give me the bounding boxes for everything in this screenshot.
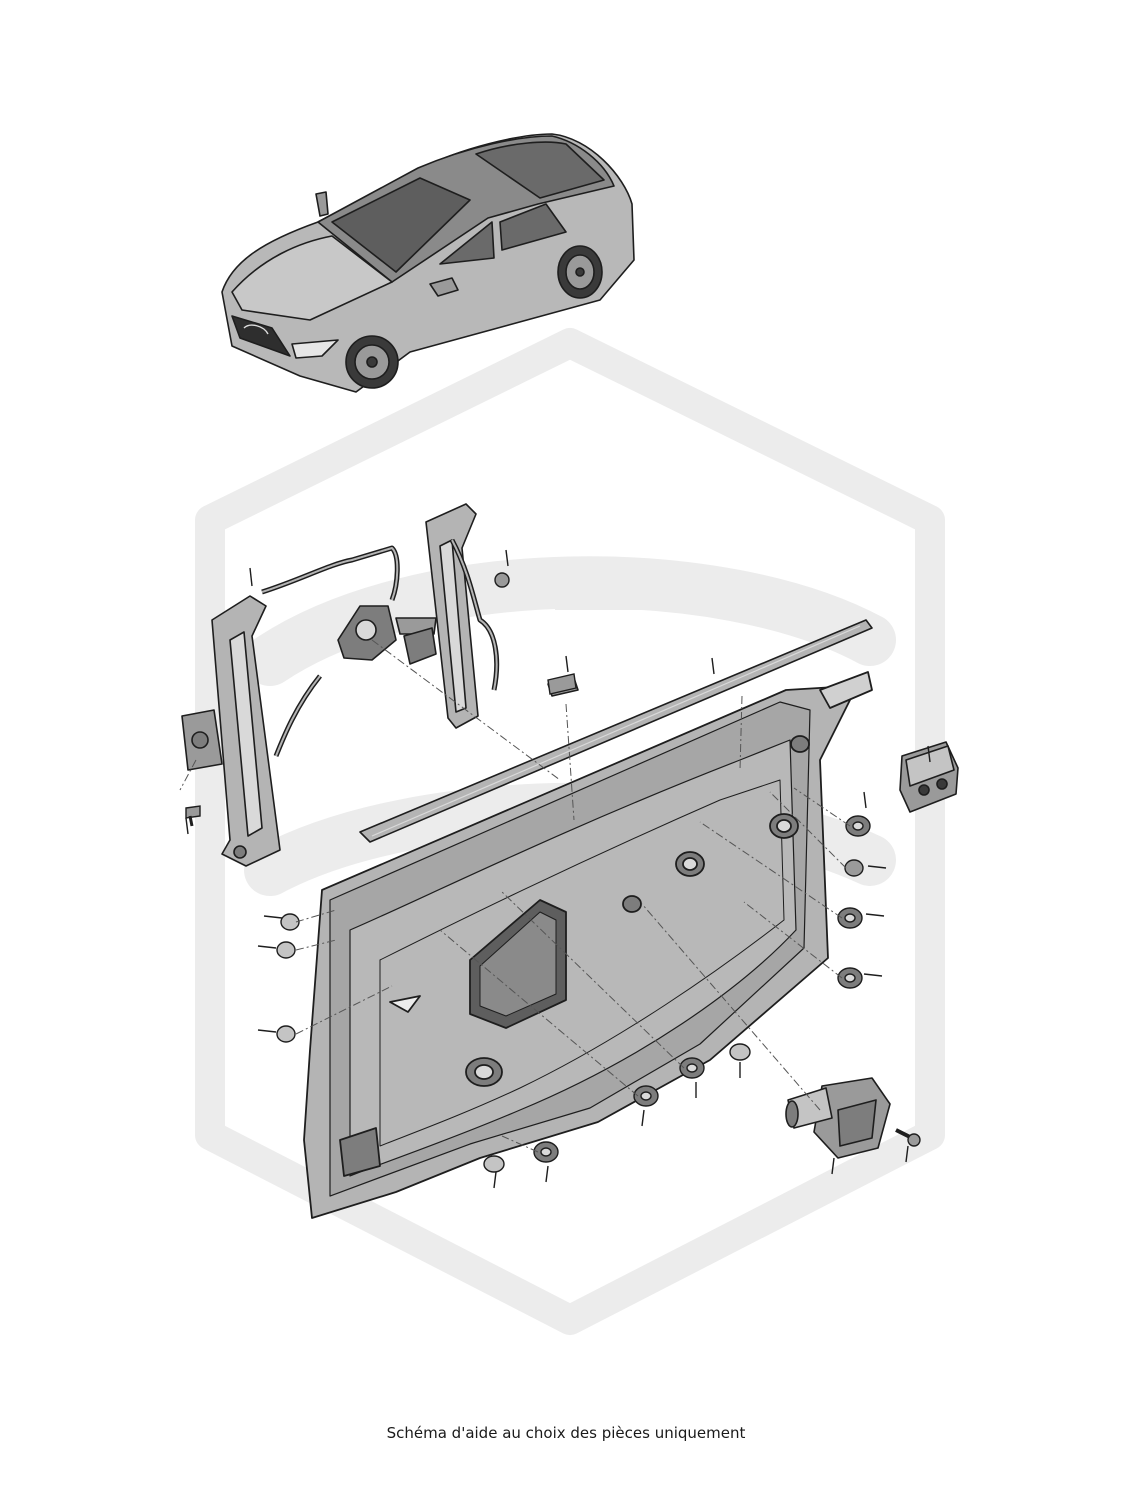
window-motor bbox=[785, 1077, 891, 1159]
sportback-car-illustration bbox=[221, 133, 635, 393]
window-regulator-left bbox=[181, 545, 437, 867]
grommet-set bbox=[276, 673, 871, 1173]
leader-lines bbox=[179, 639, 851, 1153]
window-regulator-right bbox=[403, 503, 500, 729]
control-unit-module bbox=[899, 741, 959, 813]
watermark-bar bbox=[555, 566, 655, 610]
diagram-caption: Schéma d'aide au choix des pièces unique… bbox=[386, 1424, 746, 1442]
screw-set bbox=[185, 572, 921, 1147]
door-inner-panel bbox=[303, 671, 873, 1219]
callout-ticks bbox=[185, 549, 931, 1189]
